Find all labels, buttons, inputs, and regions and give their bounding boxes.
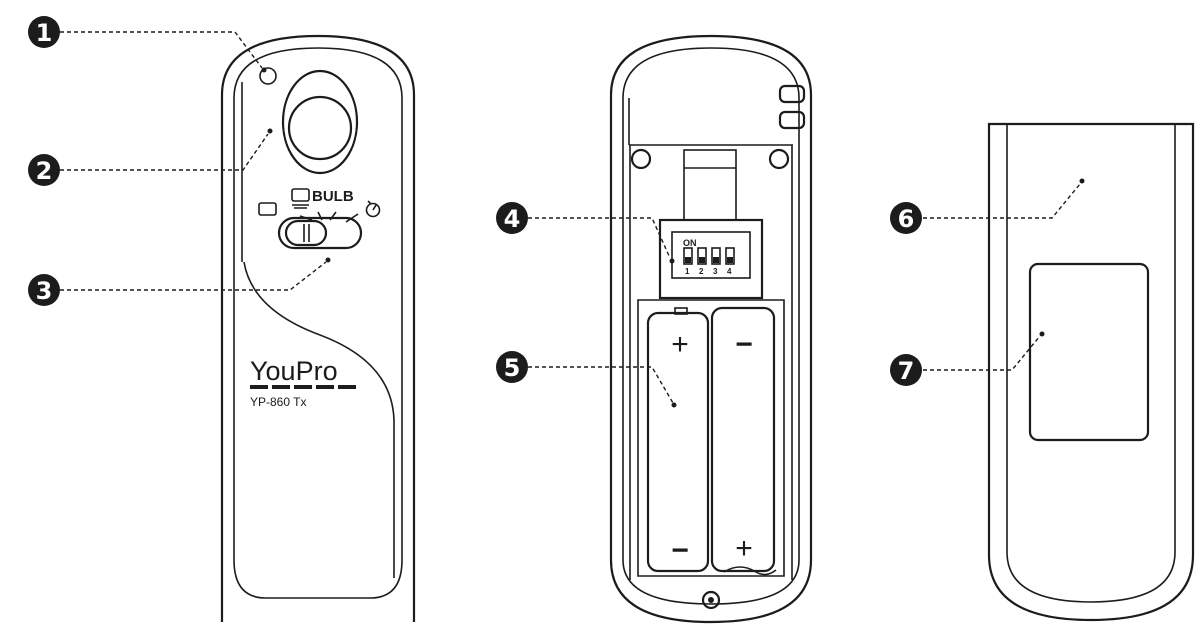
remote-back-outline	[609, 34, 813, 624]
svg-text:5: 5	[504, 354, 521, 382]
side-clip-top	[778, 84, 806, 104]
callout-leaders	[60, 31, 1085, 408]
callout-3: 3	[28, 274, 60, 306]
shutter-button-housing	[281, 69, 359, 175]
dip-switch-bank	[683, 247, 735, 265]
dip-switch-frame	[671, 231, 751, 279]
single-shot-icon	[258, 202, 277, 216]
dip-switch-board	[658, 218, 764, 300]
svg-text:2: 2	[36, 157, 53, 185]
continuous-shot-icon-lines	[292, 204, 309, 209]
svg-text:7: 7	[898, 357, 915, 385]
dip-switch-3[interactable]	[711, 247, 721, 265]
model-label: YP-860 Tx	[250, 395, 306, 409]
bulb-mode-label: BULB	[312, 188, 354, 205]
mode-switch-knob[interactable]	[284, 219, 328, 247]
remote-front-outline	[220, 34, 416, 622]
remote-front: BULB YouPro YP-860 Tx	[220, 34, 416, 622]
battery-cover-outline	[987, 122, 1195, 622]
self-timer-icon	[365, 200, 381, 218]
top-cap-edge	[628, 98, 793, 146]
svg-text:4: 4	[504, 205, 521, 233]
battery-cover	[987, 122, 1195, 622]
callout-4: 4	[496, 202, 528, 234]
battery-cover-label-area	[1028, 262, 1150, 442]
battery-left-terminal	[674, 307, 688, 315]
bottom-screw	[701, 590, 721, 610]
brand-logo: YouPro	[250, 356, 338, 386]
panel-curve	[243, 261, 395, 578]
battery-left	[646, 311, 710, 573]
dip-switch-number-3: 3	[713, 267, 718, 276]
dip-switch-2[interactable]	[697, 247, 707, 265]
battery-well	[637, 299, 785, 577]
remote-back-open: ON 1 2 3 4 + − − +	[609, 34, 813, 624]
screw-right	[768, 148, 790, 170]
battery-left-bottom-sign: −	[671, 534, 689, 567]
dip-switch-on-label: ON	[683, 238, 697, 248]
brand-underline	[250, 385, 356, 389]
callout-2: 2	[28, 154, 60, 186]
side-clip-bottom	[778, 110, 806, 130]
battery-cover-inner	[1006, 124, 1176, 603]
battery-spring	[723, 566, 777, 576]
remote-front-inner-rim	[233, 47, 403, 599]
dip-switch-number-2: 2	[699, 267, 704, 276]
dip-switch-1[interactable]	[683, 247, 693, 265]
dip-switch-number-1: 1	[685, 267, 690, 276]
battery-right-top-sign: −	[735, 328, 753, 361]
callout-5: 5	[496, 351, 528, 383]
battery-right-bottom-sign: +	[735, 532, 753, 565]
mode-switch-knob-grip	[303, 224, 310, 242]
callout-1: 1	[28, 16, 60, 48]
led-indicator	[259, 67, 277, 85]
battery-left-top-sign: +	[671, 328, 689, 361]
svg-text:6: 6	[898, 205, 915, 233]
svg-text:1: 1	[36, 19, 53, 47]
shutter-button[interactable]	[287, 95, 353, 161]
dip-switch-4[interactable]	[725, 247, 735, 265]
svg-text:3: 3	[36, 277, 53, 305]
screw-left	[630, 148, 652, 170]
callout-6: 6	[890, 202, 922, 234]
remote-back-inner-rim	[622, 47, 800, 605]
battery-right	[710, 306, 776, 573]
dip-switch-number-4: 4	[727, 267, 732, 276]
callout-7: 7	[890, 354, 922, 386]
ribbon-connector	[683, 149, 737, 221]
mode-switch-track	[277, 216, 363, 250]
continuous-shot-icon	[291, 188, 310, 202]
